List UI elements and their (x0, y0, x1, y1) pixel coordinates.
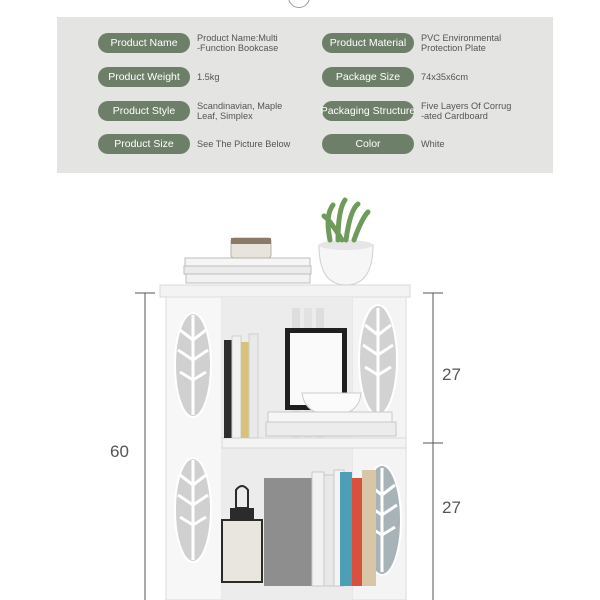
spec-label-pill: Product Style (98, 101, 190, 121)
spec-label-pill: Packaging Structure (321, 101, 415, 121)
spec-label-pill: Product Size (98, 134, 190, 154)
potted-plant (318, 197, 374, 286)
spec-label-pill: Color (322, 134, 414, 154)
dimension-line-right (423, 292, 443, 600)
spec-product-weight: Product Weight 1.5kg (98, 67, 312, 87)
spec-value: Five Layers Of Corrug -ated Cardboard (421, 101, 512, 121)
spec-value: 74x35x6cm (421, 72, 468, 82)
spec-label-pill: Product Material (322, 33, 414, 53)
spec-value: PVC Environmental Protection Plate (421, 33, 502, 53)
dimension-upper-shelf-label: 27 (442, 365, 461, 384)
spec-color: Color White (322, 134, 536, 154)
dimension-lower-shelf-label: 27 (442, 498, 461, 517)
spec-label-pill: Package Size (322, 67, 414, 87)
spec-value: 1.5kg (197, 72, 220, 82)
lantern (221, 485, 263, 583)
top-jar (230, 237, 272, 259)
spec-label-pill: Product Name (98, 33, 190, 53)
lower-shelf-books (264, 469, 376, 587)
upper-shelf-books (224, 333, 259, 439)
spec-package-size: Package Size 74x35x6cm (322, 67, 536, 87)
spec-value: Scandinavian, Maple Leaf, Simplex (197, 101, 283, 121)
spec-product-size: Product Size See The Picture Below (98, 134, 312, 154)
spec-value: See The Picture Below (197, 139, 291, 149)
spec-value: White (421, 139, 445, 149)
upper-shelf-flat-books (265, 411, 397, 437)
top-books-stack (183, 257, 312, 284)
spec-label-pill: Product Weight (98, 67, 190, 87)
top-decor-circle (288, 0, 310, 8)
dimension-line-height (135, 292, 155, 600)
spec-packaging-structure: Packaging Structure Five Layers Of Corru… (321, 101, 536, 121)
spec-product-style: Product Style Scandinavian, Maple Leaf, … (98, 101, 312, 121)
dimension-height-label: 60 (110, 442, 129, 461)
bookcase-photo: 60 27 27 (0, 190, 600, 600)
spec-value: Product Name:Multi -Function Bookcase (197, 33, 279, 53)
spec-product-material: Product Material PVC Environmental Prote… (322, 33, 536, 53)
spec-panel: Product Name Product Name:Multi -Functio… (57, 17, 553, 173)
spec-product-name: Product Name Product Name:Multi -Functio… (98, 33, 312, 53)
